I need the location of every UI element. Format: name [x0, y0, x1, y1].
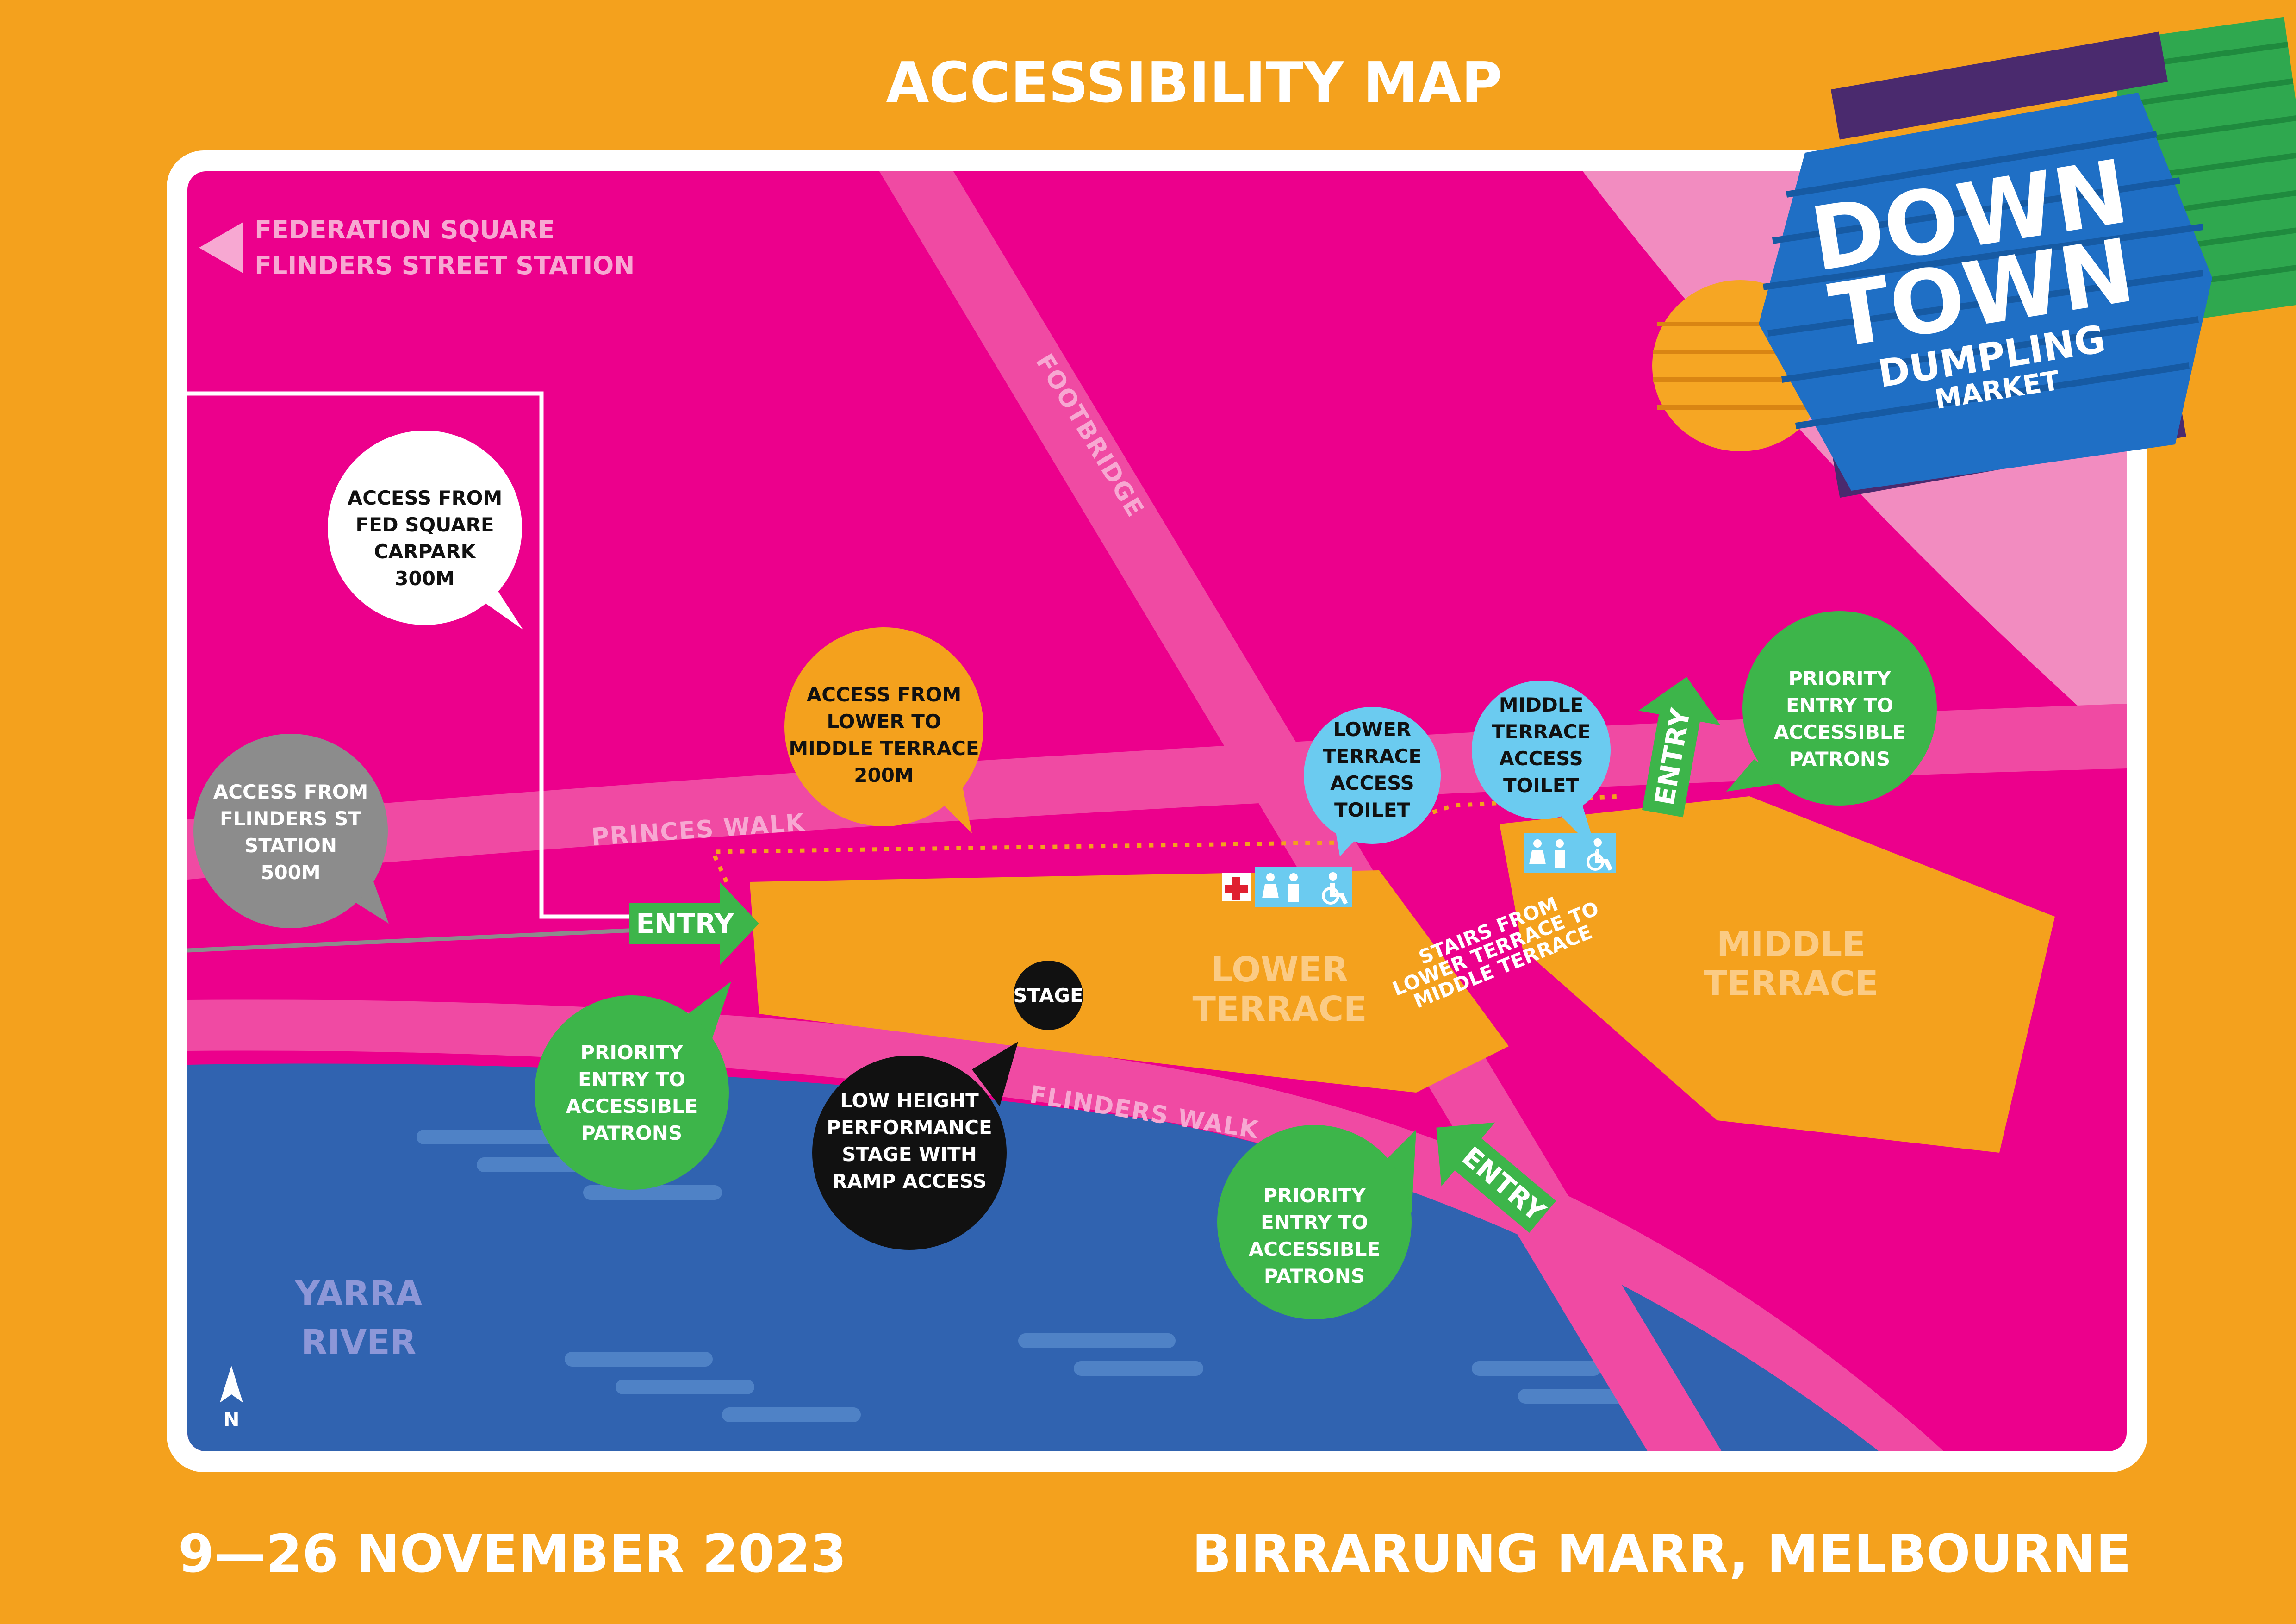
- svg-text:STATION: STATION: [244, 834, 337, 857]
- svg-text:CARPARK: CARPARK: [374, 540, 476, 563]
- footbridge-path: [879, 171, 1722, 1451]
- svg-text:ENTRY TO: ENTRY TO: [578, 1068, 685, 1091]
- middle-terrace-area: [1500, 796, 2055, 1153]
- svg-text:LOW HEIGHT: LOW HEIGHT: [840, 1089, 979, 1112]
- direction-arrow-icon: [199, 222, 243, 273]
- svg-text:PRIORITY: PRIORITY: [1788, 667, 1891, 690]
- svg-text:TERRACE: TERRACE: [1492, 720, 1591, 743]
- svg-text:ACCESSIBLE: ACCESSIBLE: [1774, 721, 1906, 743]
- lower-terrace-facilities: [1222, 867, 1352, 907]
- middle-terrace-label-2: TERRACE: [1704, 964, 1878, 1004]
- river-ripples: [417, 1130, 1638, 1422]
- svg-text:ENTRY TO: ENTRY TO: [1786, 694, 1893, 717]
- svg-text:ACCESS: ACCESS: [1499, 747, 1583, 770]
- svg-text:STAGE WITH: STAGE WITH: [842, 1143, 977, 1166]
- svg-text:ACCESS FROM: ACCESS FROM: [348, 487, 503, 509]
- svg-text:RAMP ACCESS: RAMP ACCESS: [832, 1170, 987, 1193]
- princes-walk-path: [187, 704, 2127, 880]
- svg-text:LOWER: LOWER: [1333, 718, 1411, 741]
- lower-terrace-label-1: LOWER: [1211, 950, 1349, 990]
- svg-text:TOILET: TOILET: [1334, 799, 1410, 821]
- direction-line-2: FLINDERS STREET STATION: [255, 251, 635, 280]
- svg-text:TERRACE: TERRACE: [1323, 745, 1422, 768]
- svg-text:PERFORMANCE: PERFORMANCE: [827, 1116, 992, 1139]
- direction-line-1: FEDERATION SQUARE: [255, 215, 555, 244]
- svg-text:MIDDLE: MIDDLE: [1499, 693, 1584, 716]
- svg-text:PRIORITY: PRIORITY: [1263, 1184, 1366, 1207]
- svg-text:FED SQUARE: FED SQUARE: [355, 513, 494, 536]
- bubble-lower-toilet: LOWER TERRACE ACCESS TOILET: [1304, 707, 1441, 856]
- middle-terrace-facilities: [1524, 833, 1616, 873]
- bubble-lower-to-middle: ACCESS FROM LOWER TO MIDDLE TERRACE 200M: [784, 627, 983, 833]
- svg-text:ACCESS FROM: ACCESS FROM: [807, 683, 962, 706]
- svg-text:ACCESS: ACCESS: [1330, 772, 1414, 794]
- svg-text:ENTRY TO: ENTRY TO: [1261, 1211, 1368, 1234]
- svg-text:N: N: [223, 1408, 239, 1430]
- bubble-priority-left: PRIORITY ENTRY TO ACCESSIBLE PATRONS: [535, 981, 731, 1190]
- svg-text:ACCESS FROM: ACCESS FROM: [213, 781, 368, 803]
- svg-text:ACCESSIBLE: ACCESSIBLE: [566, 1095, 698, 1118]
- svg-text:MIDDLE TERRACE: MIDDLE TERRACE: [789, 737, 979, 760]
- stage-label: STAGE: [1013, 984, 1083, 1007]
- lower-terrace-area: [750, 870, 1509, 1093]
- middle-terrace-label-1: MIDDLE: [1717, 924, 1866, 964]
- svg-text:500M: 500M: [261, 861, 320, 884]
- bubble-fed-square-carpark: ACCESS FROM FED SQUARE CARPARK 300M: [328, 431, 523, 630]
- river-label-2: RIVER: [301, 1323, 416, 1362]
- river-label-1: YARRA: [294, 1274, 422, 1314]
- svg-text:LOWER TO: LOWER TO: [827, 710, 941, 733]
- svg-text:PRIORITY: PRIORITY: [580, 1041, 683, 1064]
- svg-text:FLINDERS ST: FLINDERS ST: [220, 807, 361, 830]
- event-location: BIRRARUNG MARR, MELBOURNE: [1192, 1524, 2131, 1584]
- svg-text:ACCESSIBLE: ACCESSIBLE: [1249, 1238, 1381, 1261]
- stage-marker: [1014, 961, 1083, 1030]
- bubble-middle-toilet: MIDDLE TERRACE ACCESS TOILET: [1472, 681, 1611, 852]
- svg-text:PATRONS: PATRONS: [581, 1122, 682, 1144]
- bubble-priority-bottom: PRIORITY ENTRY TO ACCESSIBLE PATRONS: [1217, 1125, 1416, 1319]
- bubble-stage-note: LOW HEIGHT PERFORMANCE STAGE WITH RAMP A…: [812, 1042, 1018, 1250]
- event-dates: 9—26 NOVEMBER 2023: [178, 1524, 846, 1584]
- svg-text:200M: 200M: [854, 764, 914, 787]
- entry-arrow-west[interactable]: ENTRY: [629, 882, 759, 965]
- bubble-flinders-station: ACCESS FROM FLINDERS ST STATION 500M: [193, 734, 389, 928]
- svg-text:PATRONS: PATRONS: [1264, 1265, 1365, 1287]
- flinders-walk-path: [187, 999, 1944, 1451]
- svg-text:TOILET: TOILET: [1503, 774, 1579, 797]
- svg-text:ENTRY: ENTRY: [636, 908, 734, 939]
- bubble-priority-right: PRIORITY ENTRY TO ACCESSIBLE PATRONS: [1726, 611, 1937, 806]
- carpark-boundary: [187, 391, 648, 919]
- svg-text:PATRONS: PATRONS: [1789, 748, 1890, 770]
- svg-text:300M: 300M: [395, 567, 454, 590]
- downtown-dumpling-market-logo: DOWN TOWN DUMPLING MARKET: [1652, 17, 2296, 498]
- page-title: ACCESSIBILITY MAP: [886, 51, 1502, 115]
- lower-terrace-label-2: TERRACE: [1192, 989, 1367, 1029]
- north-compass-icon: N: [220, 1366, 243, 1430]
- access-line: [187, 927, 648, 953]
